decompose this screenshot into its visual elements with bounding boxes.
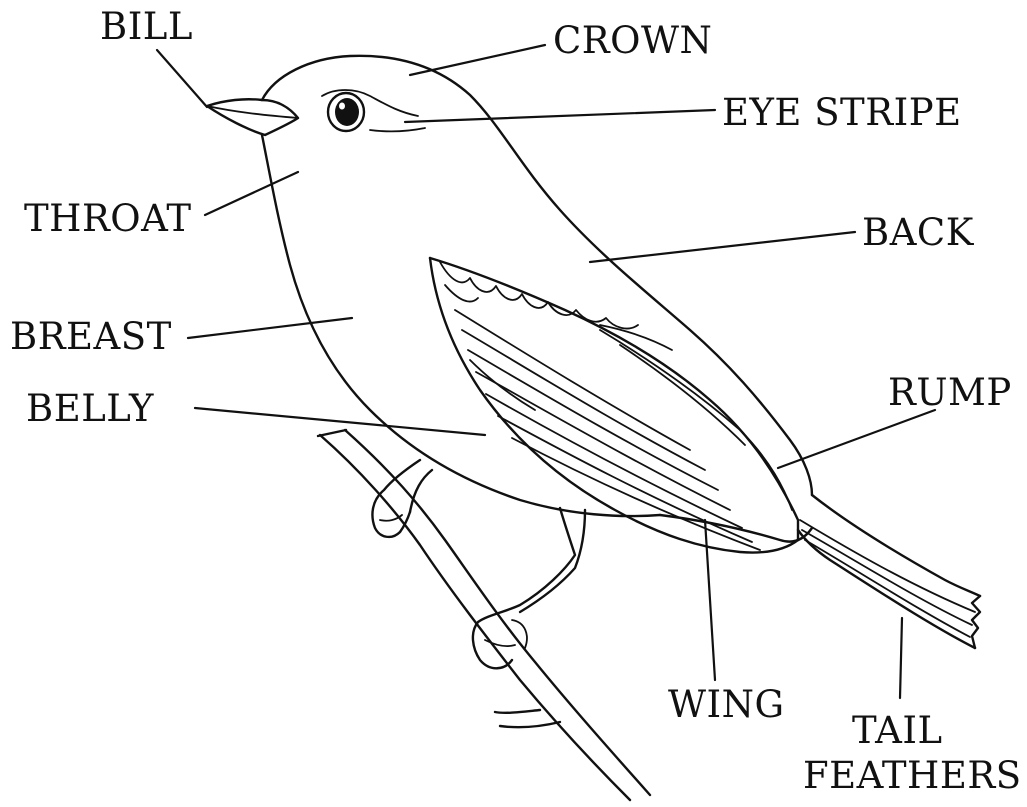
leader-wing (705, 520, 715, 680)
label-eye-stripe: EYE STRIPE (722, 94, 962, 131)
label-rump: RUMP (888, 374, 1012, 411)
label-wing: WING (668, 686, 785, 723)
bird-body (207, 56, 980, 648)
leader-bill (157, 50, 207, 107)
leader-rump (778, 410, 935, 468)
leader-crown (410, 45, 545, 75)
label-back: BACK (862, 214, 974, 251)
bird-legs (372, 460, 585, 668)
leader-eye-stripe (405, 110, 715, 122)
leader-back (590, 232, 855, 262)
label-throat: THROAT (24, 200, 192, 237)
label-belly: BELLY (26, 390, 154, 427)
leader-breast (188, 318, 352, 338)
leader-tail-feathers (900, 618, 902, 698)
leader-throat (205, 172, 298, 215)
label-breast: BREAST (10, 318, 172, 355)
label-crown: CROWN (553, 22, 712, 59)
label-tail: TAIL (852, 712, 943, 749)
leader-lines (157, 45, 935, 698)
label-bill: BILL (100, 8, 193, 45)
label-feathers: FEATHERS (803, 757, 1022, 794)
bird-wing (430, 258, 798, 553)
